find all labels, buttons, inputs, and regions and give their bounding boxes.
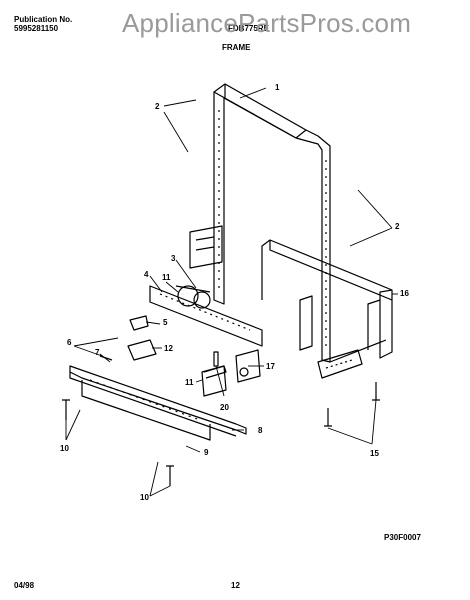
callout-7: 7 (95, 348, 100, 357)
hinge-assembly (177, 285, 199, 307)
callout-1: 1 (275, 83, 280, 92)
callout-17: 17 (266, 362, 275, 371)
door-frame (213, 83, 331, 363)
bottom-plate (69, 365, 247, 441)
footer-date: 04/98 (14, 581, 35, 590)
callout-11-upper: 11 (162, 273, 171, 282)
callout-2-left: 2 (155, 102, 160, 111)
mount-plate (189, 225, 223, 269)
top-rail (149, 285, 263, 347)
publication-number: 5995281150 (14, 24, 59, 33)
callout-4: 4 (144, 270, 149, 279)
callout-15: 15 (370, 449, 379, 458)
callout-8: 8 (258, 426, 263, 435)
callout-3: 3 (171, 254, 176, 263)
callout-5: 5 (163, 318, 168, 327)
watermark: AppliancePartsPros.com (122, 8, 412, 38)
callout-12: 12 (164, 344, 173, 353)
callout-16: 16 (400, 289, 409, 298)
hinge-bracket (235, 349, 261, 383)
callout-9: 9 (204, 448, 209, 457)
section-title: FRAME (222, 43, 251, 52)
clip (129, 315, 149, 331)
diagram-code: P30F0007 (384, 533, 421, 542)
callout-11-lower: 11 (185, 378, 194, 387)
vertical-bracket (299, 295, 313, 351)
publication-label: Publication No. (14, 15, 73, 24)
model-number: FDB775RE (228, 24, 269, 33)
clamp (127, 339, 157, 361)
callout-20: 20 (220, 403, 229, 412)
callout-6: 6 (67, 338, 72, 347)
callout-2-right: 2 (395, 222, 400, 231)
page-number: 12 (231, 581, 240, 590)
callout-10-left: 10 (60, 444, 69, 453)
side-rail (261, 239, 393, 363)
callout-10-bottom: 10 (140, 493, 149, 502)
